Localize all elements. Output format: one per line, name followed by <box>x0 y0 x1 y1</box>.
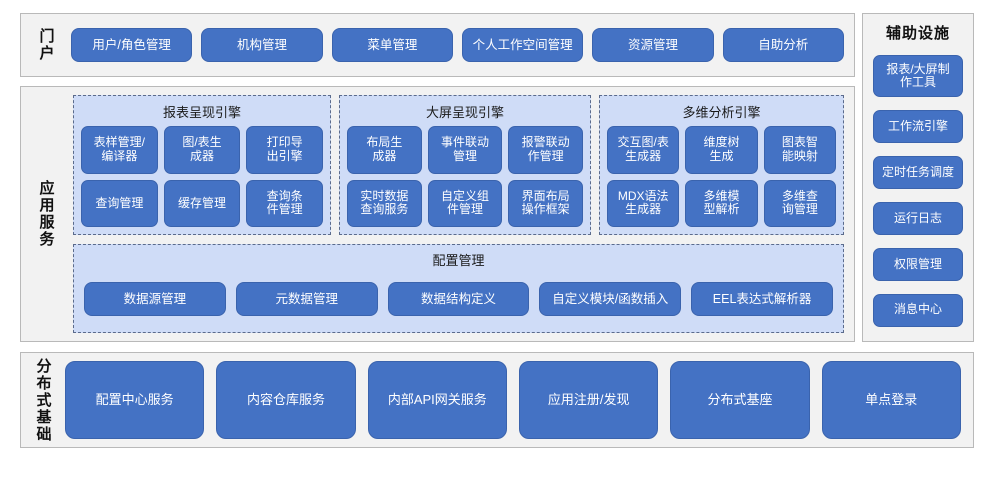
distributed-item-3[interactable]: 内部API网关服务 <box>367 361 507 439</box>
bigscreen-engine-item-2[interactable]: 事件联动 管理 <box>427 126 503 174</box>
bigscreen-engine-item-1[interactable]: 布局生 成器 <box>347 126 422 174</box>
distributed-base-label: 分布式基础 <box>34 357 52 443</box>
report-engine-item-6[interactable]: 查询条 件管理 <box>246 179 323 227</box>
aux-facilities-title: 辅助设施 <box>885 25 950 42</box>
bigscreen-engine-item-4[interactable]: 实时数据 查询服务 <box>347 179 422 227</box>
portal-item-6[interactable]: 自助分析 <box>722 28 844 62</box>
portal-panel: 门户 用户/角色管理机构管理菜单管理个人工作空间管理资源管理自助分析 <box>20 13 855 77</box>
distributed-base-panel: 分布式基础 配置中心服务内容仓库服务内部API网关服务应用注册/发现分布式基座单… <box>20 352 974 448</box>
report-engine-group: 报表呈现引擎 表样管理/ 编译器图/表生 成器打印导 出引擎查询管理缓存管理查询… <box>73 95 331 235</box>
multidim-engine-item-4[interactable]: MDX语法 生成器 <box>607 179 680 227</box>
aux-item-4[interactable]: 运行日志 <box>873 201 963 235</box>
bigscreen-engine-item-5[interactable]: 自定义组 件管理 <box>427 179 503 227</box>
multidim-engine-item-5[interactable]: 多维模 型解析 <box>685 179 758 227</box>
config-management-row: 数据源管理元数据管理数据结构定义自定义模块/函数插入 EEL表达式解析器 <box>84 274 833 324</box>
report-engine-item-1[interactable]: 表样管理/ 编译器 <box>81 126 158 174</box>
bigscreen-engine-item-6[interactable]: 界面布局 操作框架 <box>508 179 583 227</box>
distributed-item-6[interactable]: 单点登录 <box>821 361 961 439</box>
aux-item-2[interactable]: 工作流引擎 <box>873 110 963 144</box>
config-item-2[interactable]: 元数据管理 <box>235 282 378 316</box>
multidim-engine-item-2[interactable]: 维度树 生成 <box>685 126 758 174</box>
multidim-engine-item-6[interactable]: 多维查 询管理 <box>763 179 836 227</box>
multidim-engine-item-1[interactable]: 交互图/表 生成器 <box>607 126 680 174</box>
aux-item-6[interactable]: 消息中心 <box>873 293 963 327</box>
report-engine-title: 报表呈现引擎 <box>162 105 241 120</box>
config-item-1[interactable]: 数据源管理 <box>84 282 226 316</box>
bigscreen-engine-item-3[interactable]: 报警联动 作管理 <box>508 126 583 174</box>
distributed-item-2[interactable]: 内容仓库服务 <box>216 361 356 439</box>
portal-item-1[interactable]: 用户/角色管理 <box>71 28 193 62</box>
report-engine-grid: 表样管理/ 编译器图/表生 成器打印导 出引擎查询管理缓存管理查询条 件管理 <box>81 126 323 227</box>
portal-item-5[interactable]: 资源管理 <box>592 28 714 62</box>
application-services-body: 报表呈现引擎 表样管理/ 编译器图/表生 成器打印导 出引擎查询管理缓存管理查询… <box>71 87 854 341</box>
portal-item-2[interactable]: 机构管理 <box>201 28 323 62</box>
distributed-base-row: 配置中心服务内容仓库服务内部API网关服务应用注册/发现分布式基座单点登录 <box>65 353 973 447</box>
portal-button-row: 用户/角色管理机构管理菜单管理个人工作空间管理资源管理自助分析 <box>71 14 854 76</box>
bigscreen-engine-title: 大屏呈现引擎 <box>425 105 504 120</box>
report-engine-item-3[interactable]: 打印导 出引擎 <box>246 126 323 174</box>
bigscreen-engine-grid: 布局生 成器事件联动 管理报警联动 作管理实时数据 查询服务自定义组 件管理界面… <box>347 126 583 227</box>
report-engine-item-4[interactable]: 查询管理 <box>81 179 158 227</box>
bigscreen-engine-group: 大屏呈现引擎 布局生 成器事件联动 管理报警联动 作管理实时数据 查询服务自定义… <box>339 95 591 235</box>
config-management-group: 配置管理 数据源管理元数据管理数据结构定义自定义模块/函数插入 EEL表达式解析器 <box>73 244 844 333</box>
distributed-item-1[interactable]: 配置中心服务 <box>65 361 205 439</box>
config-management-title: 配置管理 <box>432 253 485 268</box>
application-services-label: 应用服务 <box>37 180 55 248</box>
distributed-item-4[interactable]: 应用注册/发现 <box>518 361 659 439</box>
portal-label: 门户 <box>37 28 55 62</box>
portal-item-4[interactable]: 个人工作空间管理 <box>461 28 584 62</box>
config-item-5[interactable]: EEL表达式解析器 <box>691 282 833 316</box>
multidim-engine-title: 多维分析引擎 <box>682 105 761 120</box>
aux-item-3[interactable]: 定时任务调度 <box>873 156 963 190</box>
aux-item-1[interactable]: 报表/大屏制 作工具 <box>873 55 963 98</box>
aux-facilities-list: 报表/大屏制 作工具工作流引擎定时任务调度运行日志权限管理消息中心 <box>863 49 973 341</box>
multidim-engine-grid: 交互图/表 生成器维度树 生成图表智 能映射 MDX语法 生成器多维模 型解析多维… <box>607 126 836 227</box>
aux-facilities-panel: 辅助设施 报表/大屏制 作工具工作流引擎定时任务调度运行日志权限管理消息中心 <box>862 13 974 342</box>
portal-item-3[interactable]: 菜单管理 <box>331 28 453 62</box>
distributed-item-5[interactable]: 分布式基座 <box>670 361 810 439</box>
config-item-3[interactable]: 数据结构定义 <box>387 282 530 316</box>
application-services-panel: 应用服务 报表呈现引擎 表样管理/ 编译器图/表生 成器打印导 出引擎查询管理缓… <box>20 86 855 342</box>
report-engine-item-2[interactable]: 图/表生 成器 <box>163 126 241 174</box>
aux-item-5[interactable]: 权限管理 <box>873 247 963 281</box>
engines-row: 报表呈现引擎 表样管理/ 编译器图/表生 成器打印导 出引擎查询管理缓存管理查询… <box>73 95 844 235</box>
config-item-4[interactable]: 自定义模块/函数插入 <box>539 282 682 316</box>
multidim-engine-item-3[interactable]: 图表智 能映射 <box>763 126 836 174</box>
report-engine-item-5[interactable]: 缓存管理 <box>163 179 241 227</box>
